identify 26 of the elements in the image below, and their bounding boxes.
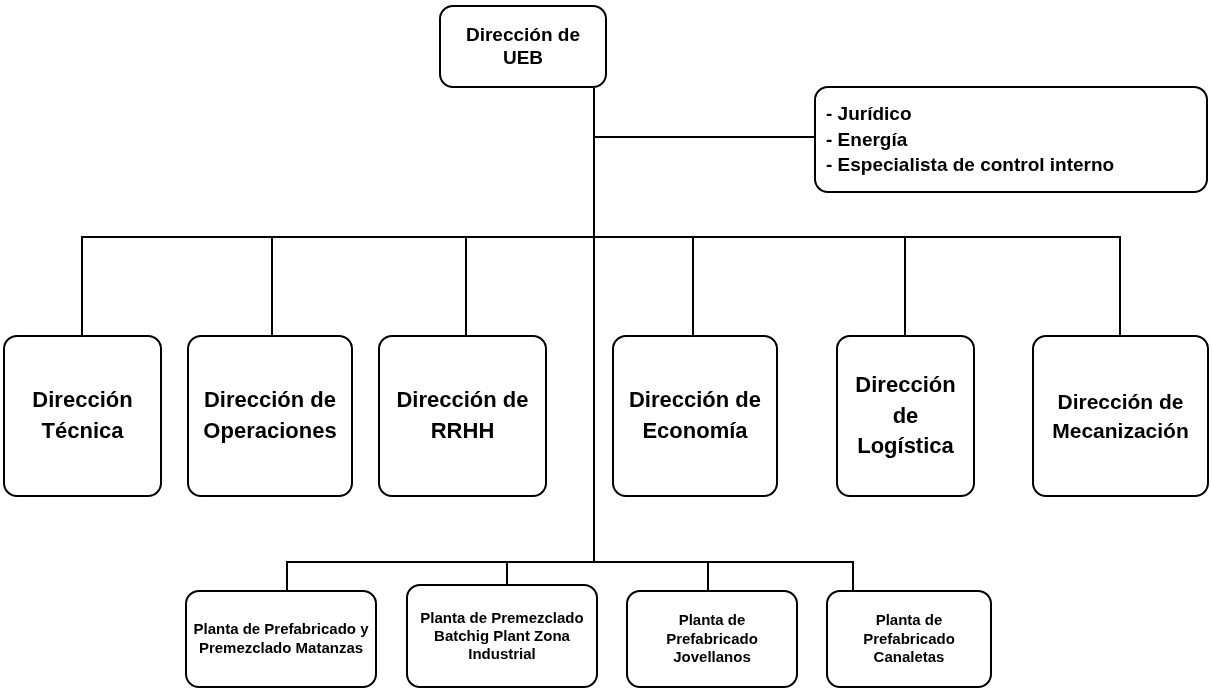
box-label: Dirección de Logística xyxy=(854,370,957,461)
org-box xyxy=(378,335,547,497)
org-box xyxy=(826,590,992,688)
box-label: Dirección de Operaciones xyxy=(202,386,338,445)
box-label: - Especialista de control interno xyxy=(826,153,1115,178)
org-box xyxy=(439,5,607,88)
org-box xyxy=(626,590,798,688)
org-box xyxy=(187,335,353,497)
box-label: - Jurídico xyxy=(826,102,912,127)
org-box xyxy=(185,590,377,688)
org-box xyxy=(814,86,1208,193)
box-label: Planta de Prefabricado Canaletas xyxy=(862,610,956,668)
box-label: Planta de Premezclado Batchig Plant Zona Industrial xyxy=(419,609,585,663)
org-box xyxy=(836,335,975,497)
box-label: Dirección de Economía xyxy=(627,386,762,445)
org-box xyxy=(406,584,598,688)
org-box xyxy=(612,335,778,497)
org-box xyxy=(3,335,162,497)
box-label: Dirección de RRHH xyxy=(395,386,530,445)
box-label: Dirección de UEB xyxy=(464,23,581,70)
org-box xyxy=(1032,335,1209,497)
box-label: Dirección de Mecanización xyxy=(1051,388,1190,444)
box-label: Planta de Prefabricado y Premezclado Matanzas xyxy=(192,620,370,658)
box-label: - Energía xyxy=(826,127,908,152)
box-label: Dirección Técnica xyxy=(31,386,134,445)
box-label: Planta de Prefabricado Jovellanos xyxy=(665,610,759,668)
